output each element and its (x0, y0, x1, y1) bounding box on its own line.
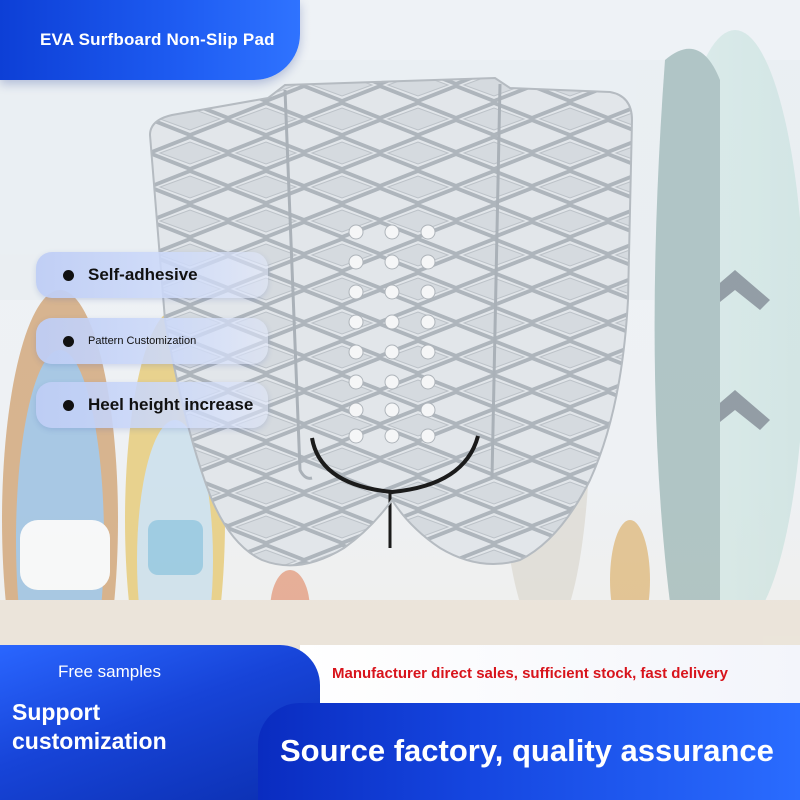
bullet-dot-icon (63, 400, 74, 411)
source-factory-text: Source factory, quality assurance (280, 733, 774, 768)
header-tab: EVA Surfboard Non-Slip Pad (0, 0, 300, 80)
bullet-dot-icon (63, 336, 74, 347)
support-line-1: Support (12, 699, 101, 725)
footer-right-panel (258, 703, 800, 800)
feature-label: Self-adhesive (88, 265, 198, 284)
product-title: EVA Surfboard Non-Slip Pad (40, 30, 275, 49)
feature-pattern-customization: Pattern Customization (36, 318, 268, 364)
support-customization-text: Support customization (12, 698, 167, 756)
bullet-dot-icon (63, 270, 74, 281)
feature-self-adhesive: Self-adhesive (36, 252, 268, 298)
free-samples-text: Free samples (58, 662, 161, 681)
feature-label: Heel height increase (88, 395, 254, 414)
manufacturer-note: Manufacturer direct sales, sufficient st… (332, 665, 728, 682)
feature-label: Pattern Customization (88, 335, 197, 347)
support-line-2: customization (12, 728, 167, 754)
manufacturer-note-bar (300, 645, 800, 703)
footer-banner: Manufacturer direct sales, sufficient st… (0, 645, 800, 800)
feature-heel-height: Heel height increase (36, 382, 268, 428)
